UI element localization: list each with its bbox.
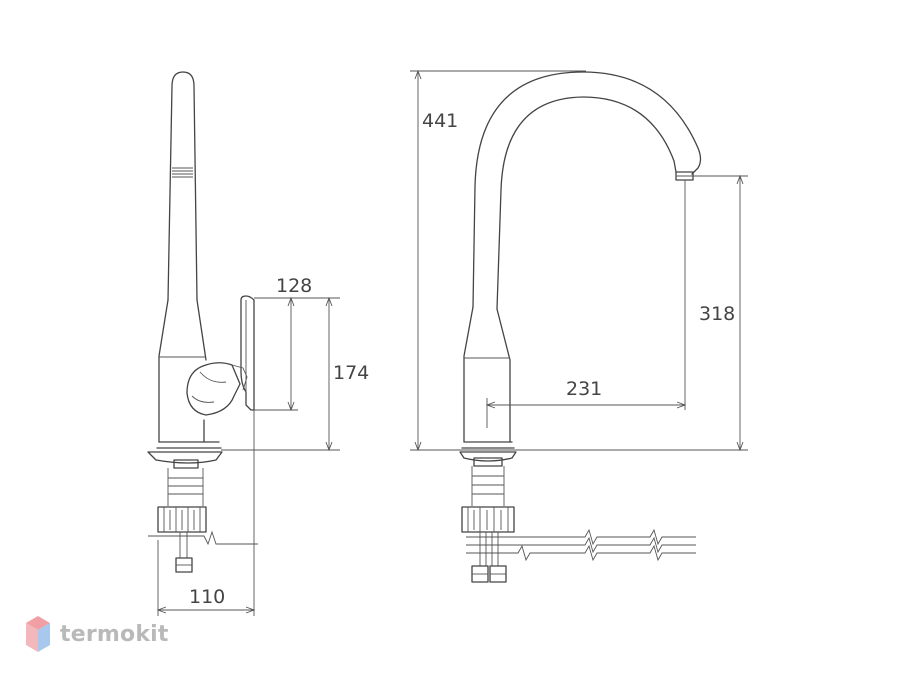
side-hose bbox=[175, 532, 193, 573]
dim-lever-height: 128 bbox=[276, 275, 312, 297]
brand-name: termokit bbox=[60, 621, 169, 647]
side-lever-plate bbox=[240, 295, 255, 411]
side-handle-joint bbox=[186, 362, 241, 416]
hexagon-logo-icon bbox=[26, 616, 50, 652]
front-base bbox=[459, 441, 517, 467]
dim-spout-height: 318 bbox=[699, 303, 735, 325]
side-body bbox=[158, 299, 207, 443]
front-hoses bbox=[466, 528, 696, 583]
dim-lever-top-height: 174 bbox=[333, 362, 369, 384]
side-aerator bbox=[172, 167, 193, 178]
front-spout-arc bbox=[472, 71, 702, 308]
front-body bbox=[463, 306, 511, 443]
dim-total-height: 441 bbox=[422, 110, 458, 132]
side-spout-tube bbox=[167, 71, 198, 301]
front-dimensions: 441 318 231 bbox=[410, 69, 748, 452]
dim-side-width: 110 bbox=[189, 586, 225, 608]
front-view bbox=[459, 71, 702, 583]
front-shank-nut bbox=[461, 466, 515, 533]
side-worktop-line bbox=[148, 530, 258, 546]
side-view bbox=[147, 71, 258, 573]
side-shank-nut bbox=[157, 468, 207, 533]
side-dimensions: 128 174 110 bbox=[156, 275, 369, 616]
side-base bbox=[147, 441, 223, 469]
front-aerator bbox=[675, 171, 694, 181]
brand-logo: termokit bbox=[24, 612, 169, 656]
dim-spout-reach: 231 bbox=[566, 378, 602, 400]
